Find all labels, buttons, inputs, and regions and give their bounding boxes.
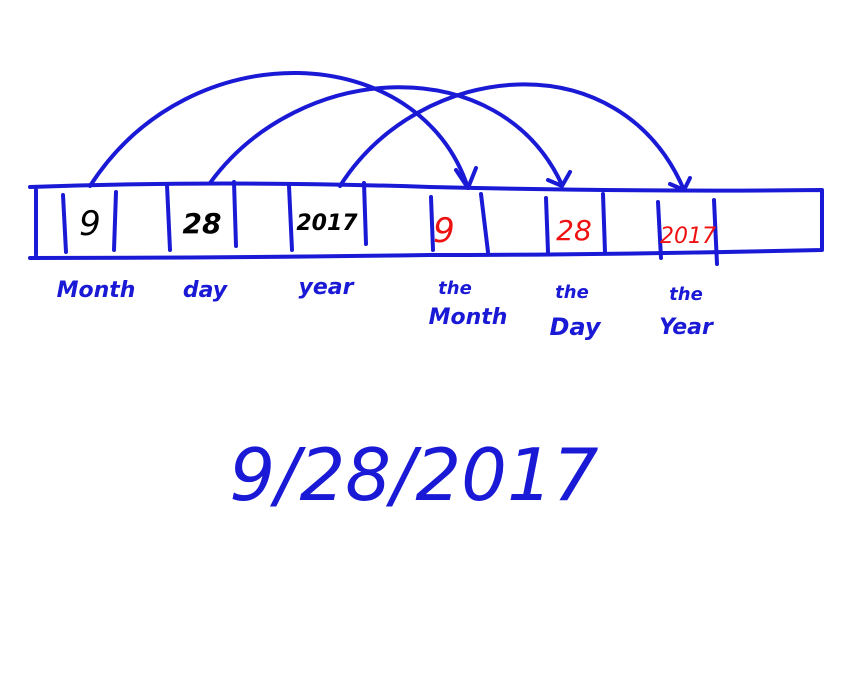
label-the-day-line2: Day — [549, 313, 601, 341]
label-day: day — [183, 278, 229, 303]
cell-3-value: 2017 — [296, 211, 358, 236]
cell-6-value: 2017 — [660, 224, 716, 249]
arrow-year-to-the-year — [338, 82, 686, 192]
memory-strip-outline — [28, 181, 824, 260]
cell-6-borders — [656, 198, 719, 266]
cell-4-value: 9 — [433, 211, 455, 251]
cell-2-borders — [165, 180, 238, 252]
label-year: year — [299, 275, 355, 300]
arrowhead-the-day — [546, 170, 572, 188]
label-month: Month — [57, 278, 136, 303]
arrowhead-the-month — [454, 166, 478, 190]
label-the-year-line2: Year — [659, 315, 714, 340]
label-the-year-line1: the — [669, 284, 703, 305]
cell-3-borders — [287, 181, 368, 252]
label-the-day-line1: the — [555, 282, 589, 303]
cell-5-value: 28 — [556, 214, 592, 247]
result-date: 9/28/2017 — [229, 433, 598, 517]
label-the-month-line2: Month — [429, 305, 508, 330]
arrow-month-to-the-month — [88, 71, 470, 190]
cell-1-value: 9 — [79, 204, 101, 244]
cell-2-value: 28 — [183, 207, 222, 240]
cell-4-borders — [429, 192, 490, 254]
cell-1-borders — [61, 190, 118, 254]
cell-5-borders — [544, 192, 607, 254]
arrow-day-to-the-day — [208, 85, 564, 187]
label-the-month-line1: the — [438, 278, 472, 299]
arrowhead-the-year — [668, 176, 692, 192]
